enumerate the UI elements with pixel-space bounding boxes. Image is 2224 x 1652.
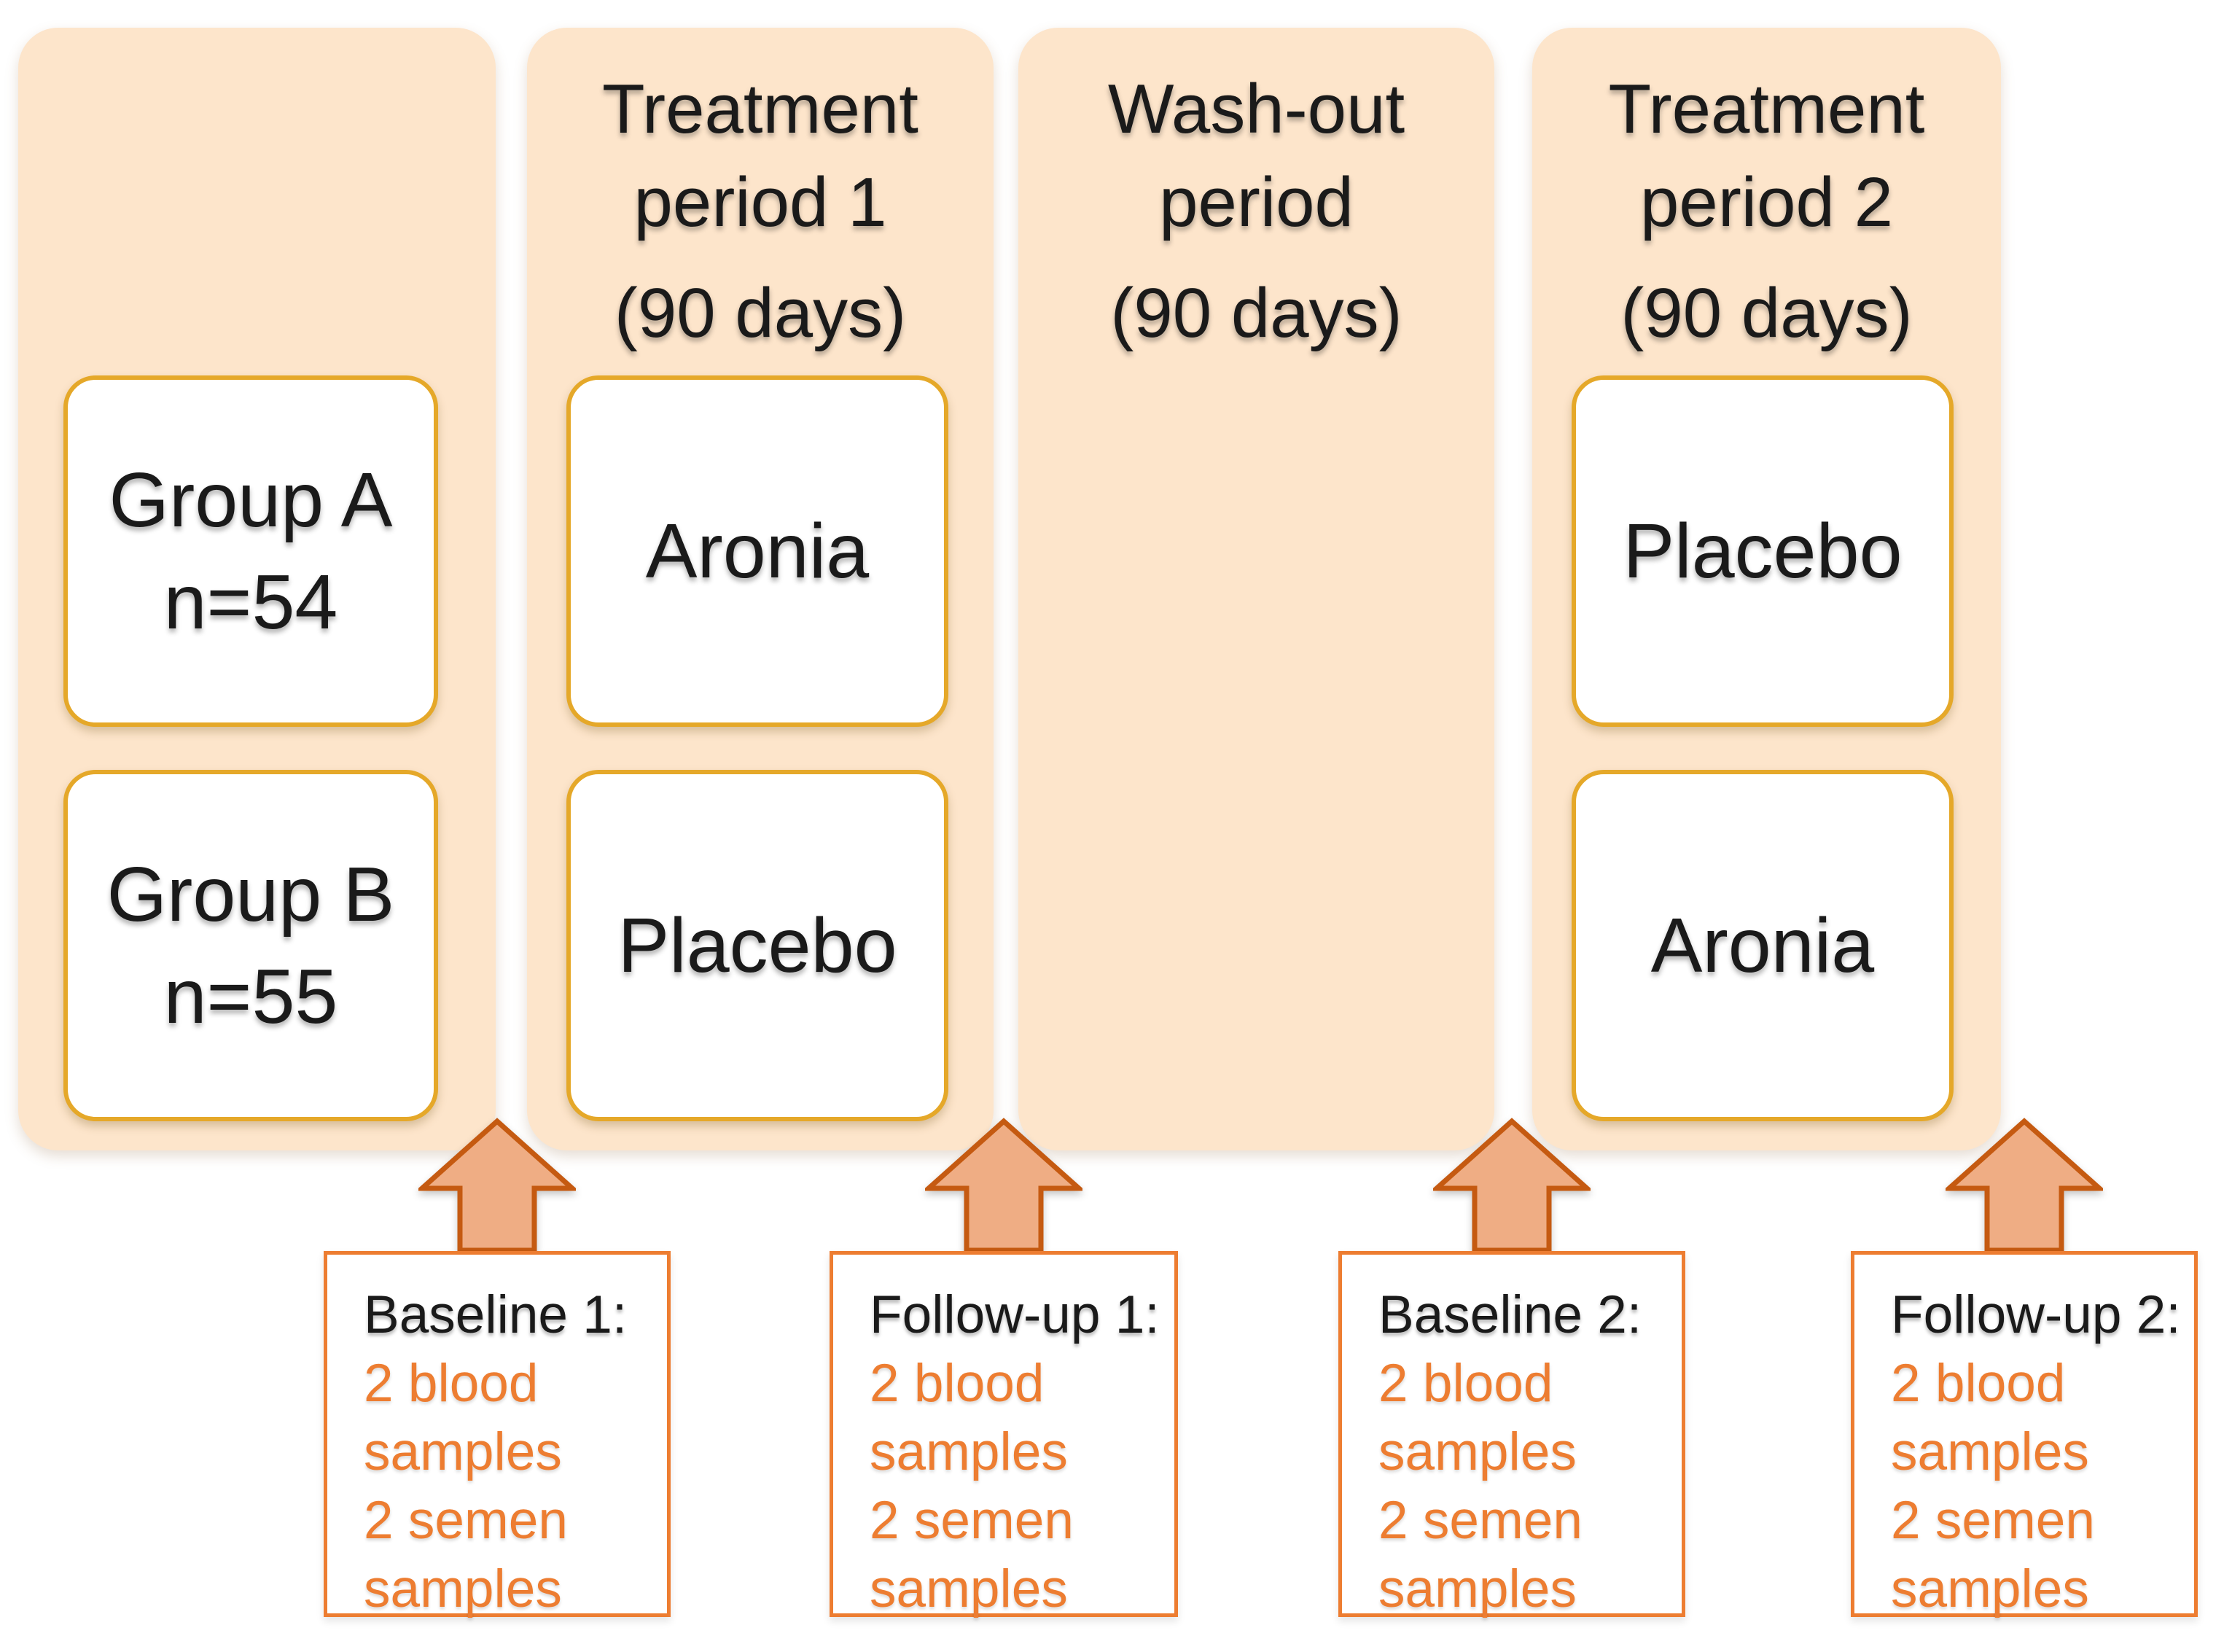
up-arrow-baseline-2: [1433, 1118, 1591, 1253]
group-a-name: Group A: [109, 457, 393, 543]
group-b-label: Group B n=55: [107, 843, 395, 1048]
aronia-box-period-1: Aronia: [566, 375, 948, 727]
arrow-shape: [418, 1118, 576, 1253]
group-b-box: Group B n=55: [63, 770, 438, 1121]
column-treatment-period-1: Treatment period 1 (90 days) Aronia Plac…: [527, 28, 994, 1150]
aronia-box-period-2: Aronia: [1572, 770, 1954, 1121]
placebo-label-period-1: Placebo: [617, 895, 897, 997]
callout-label: Follow-up 2:: [1891, 1285, 2181, 1344]
column-title: Wash-out period: [1107, 70, 1405, 241]
group-a-label: Group A n=54: [109, 449, 393, 653]
column-subtitle: (90 days): [1110, 274, 1402, 352]
column-subtitle: (90 days): [614, 274, 907, 352]
placebo-label-period-2: Placebo: [1623, 500, 1902, 602]
callout-item-blood: 2 blood samples: [870, 1354, 1068, 1481]
callout-label: Baseline 1:: [364, 1285, 628, 1344]
column-title: Treatment period 2: [1608, 70, 1925, 241]
arrow-shape: [1946, 1118, 2103, 1253]
callout-item-semen: 2 semen samples: [1891, 1491, 2095, 1618]
arrow-shape: [1433, 1118, 1591, 1253]
callout-baseline-2: Baseline 2: 2 blood samples 2 semen samp…: [1338, 1251, 1685, 1618]
aronia-label-period-2: Aronia: [1651, 895, 1874, 997]
callout-item-blood: 2 blood samples: [1378, 1354, 1577, 1481]
column-title: Treatment period 1: [602, 70, 918, 241]
treatment-name: Aronia: [1650, 903, 1875, 989]
placebo-box-period-2: Placebo: [1572, 375, 1954, 727]
callout-follow-up-2: Follow-up 2: 2 blood samples 2 semen sam…: [1851, 1251, 2198, 1618]
treatment-name: Placebo: [617, 903, 897, 989]
column-washout-period: Wash-out period (90 days): [1018, 28, 1494, 1150]
callout-item-semen: 2 semen samples: [364, 1491, 568, 1618]
callout-item-blood: 2 blood samples: [1891, 1354, 2089, 1481]
callout-label: Baseline 2:: [1378, 1285, 1642, 1344]
placebo-box-period-1: Placebo: [566, 770, 948, 1121]
callout-item-blood: 2 blood samples: [364, 1354, 562, 1481]
arrow-shape: [925, 1118, 1082, 1253]
treatment-name: Placebo: [1623, 508, 1903, 594]
callout-item-semen: 2 semen samples: [870, 1491, 1074, 1618]
aronia-label-period-1: Aronia: [646, 500, 869, 602]
column-treatment-period-2: Treatment period 2 (90 days) Placebo Aro…: [1532, 28, 2001, 1150]
group-a-count: n=54: [163, 559, 338, 645]
group-b-count: n=55: [163, 954, 338, 1040]
callout-label: Follow-up 1:: [870, 1285, 1160, 1344]
column-subtitle: (90 days): [1620, 274, 1913, 352]
up-arrow-baseline-1: [418, 1118, 576, 1253]
group-a-box: Group A n=54: [63, 375, 438, 727]
callout-baseline-1: Baseline 1: 2 blood samples 2 semen samp…: [324, 1251, 671, 1618]
group-b-name: Group B: [106, 852, 395, 938]
up-arrow-follow-up-1: [925, 1118, 1082, 1253]
up-arrow-follow-up-2: [1946, 1118, 2103, 1253]
treatment-name: Aronia: [645, 508, 870, 594]
callout-follow-up-1: Follow-up 1: 2 blood samples 2 semen sam…: [830, 1251, 1178, 1618]
column-enrollment: Group A n=54 Group B n=55: [18, 28, 496, 1150]
callout-item-semen: 2 semen samples: [1378, 1491, 1583, 1618]
